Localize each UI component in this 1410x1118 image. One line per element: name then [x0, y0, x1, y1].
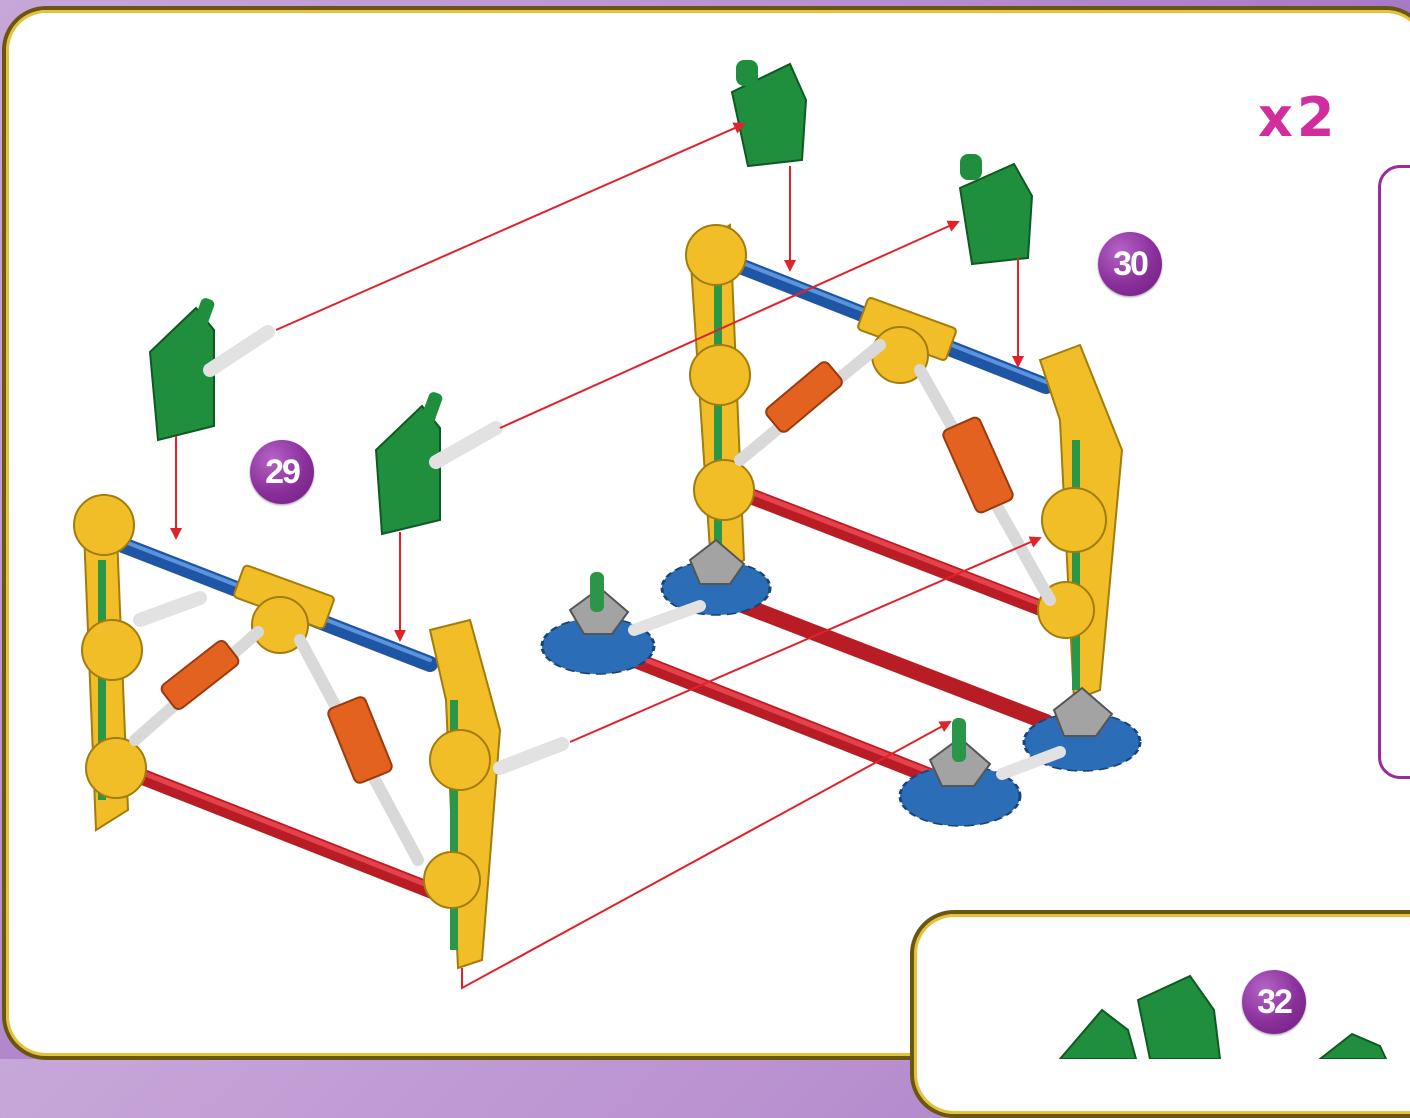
blue-gear	[898, 718, 1022, 827]
green-connector-2	[374, 392, 503, 536]
green-rod-left	[714, 280, 722, 550]
orange-connector	[942, 416, 1014, 514]
gold-connector	[251, 596, 309, 654]
model-illustration	[73, 60, 1388, 1059]
arrow-icon	[499, 220, 960, 429]
right-frame	[540, 223, 1142, 827]
arrow-icon	[461, 721, 952, 990]
arrow-icon	[569, 536, 1042, 743]
next-step-preview	[1058, 974, 1388, 1059]
green-rod-left	[98, 560, 106, 800]
green-rod-right	[1072, 440, 1080, 690]
blue-gear	[1022, 686, 1142, 772]
main-instruction-panel	[2, 6, 1410, 1060]
side-parts-panel	[1378, 165, 1410, 779]
white-rod	[996, 746, 1066, 780]
orange-connector	[765, 361, 843, 433]
red-rod	[112, 760, 448, 902]
green-connector-3	[730, 60, 808, 168]
step-badge-32: 32	[1242, 970, 1306, 1034]
green-connector-1	[148, 298, 275, 442]
step-badge-30: 30	[1098, 232, 1162, 296]
gold-connector	[685, 224, 747, 286]
step-badge-29: 29	[250, 440, 314, 504]
orange-connector	[327, 696, 393, 784]
gold-connector	[689, 344, 751, 406]
green-connector-4	[958, 154, 1034, 266]
red-rod	[732, 596, 1054, 730]
white-rod	[493, 737, 569, 775]
gold-connector	[85, 737, 147, 799]
gold-connector	[73, 494, 135, 556]
white-rod	[133, 591, 207, 627]
orange-connector	[160, 639, 240, 711]
red-rod-highlight	[607, 643, 943, 779]
red-rod	[732, 484, 1054, 618]
gold-connector	[1041, 487, 1107, 553]
gold-connector	[429, 729, 491, 791]
gold-connector	[81, 619, 143, 681]
gold-connector	[693, 459, 755, 521]
arrow-icon	[275, 122, 746, 331]
gold-connector	[423, 851, 481, 909]
quantity-multiplier: x2	[1258, 86, 1339, 149]
red-rod-highlight	[737, 485, 1049, 609]
blue-gear	[660, 538, 772, 616]
left-frame	[73, 494, 569, 970]
gold-post-right	[428, 618, 502, 970]
assembly-arrows	[170, 122, 1042, 990]
red-rod-highlight	[117, 761, 443, 893]
green-rod-right	[450, 700, 458, 950]
blue-gear	[540, 572, 656, 675]
white-rod	[628, 600, 706, 636]
